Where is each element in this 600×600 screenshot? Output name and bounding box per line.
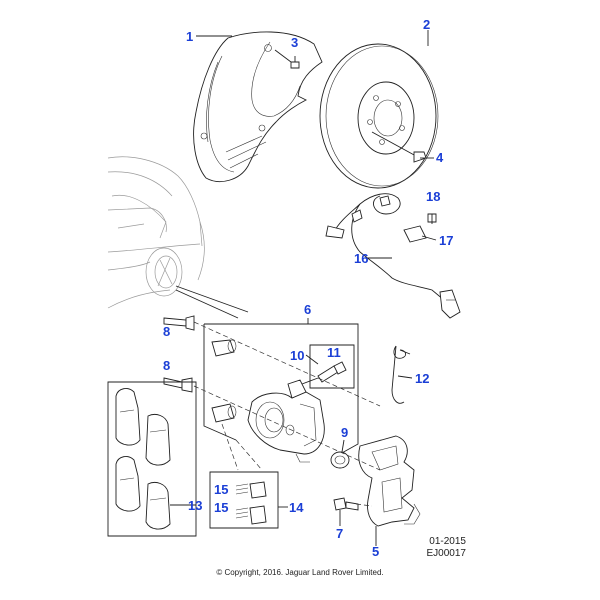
retaining-spring (391, 345, 411, 404)
brake-pads (107, 381, 197, 537)
vehicle-outline (107, 156, 249, 319)
callout-5: 5 (372, 544, 379, 559)
callout-15-lower: 15 (214, 500, 228, 515)
caliper-assembly (203, 318, 359, 463)
callout-14: 14 (289, 500, 304, 515)
caliper-carrier (358, 435, 421, 546)
callouts: 1 2 3 4 18 17 16 6 8 10 11 8 12 9 15 15 … (163, 17, 453, 559)
callout-10: 10 (290, 348, 304, 363)
callout-11: 11 (327, 345, 341, 360)
callout-13: 13 (188, 498, 202, 513)
callout-12: 12 (415, 371, 429, 386)
guide-boot-kit (209, 471, 288, 529)
callout-9: 9 (341, 425, 348, 440)
reference-code: EJ00017 (426, 548, 466, 559)
callout-7: 7 (336, 526, 343, 541)
assembly-guides (193, 321, 381, 507)
callout-17: 17 (439, 233, 453, 248)
piston-seal (330, 439, 350, 469)
callout-6: 6 (304, 302, 311, 317)
callout-15-upper: 15 (214, 482, 228, 497)
shield-bolt (274, 49, 300, 69)
callout-4: 4 (436, 150, 444, 165)
carrier-bolt (333, 497, 359, 526)
guide-pins (163, 315, 195, 393)
brake-disc (319, 43, 439, 189)
abs-sensor-harness (325, 193, 461, 319)
copyright-notice: © Copyright, 2016. Jaguar Land Rover Lim… (216, 568, 384, 577)
brake-shield (193, 31, 323, 182)
callout-8-upper: 8 (163, 324, 170, 339)
callout-2: 2 (423, 17, 430, 32)
diagram-reference: 01-2015 EJ00017 (420, 536, 466, 560)
callout-1: 1 (186, 29, 193, 44)
callout-16: 16 (354, 251, 368, 266)
reference-date: 01-2015 (429, 536, 466, 547)
leader-lines (196, 30, 434, 379)
callout-3: 3 (291, 35, 298, 50)
callout-18: 18 (426, 189, 440, 204)
callout-8-lower: 8 (163, 358, 170, 373)
